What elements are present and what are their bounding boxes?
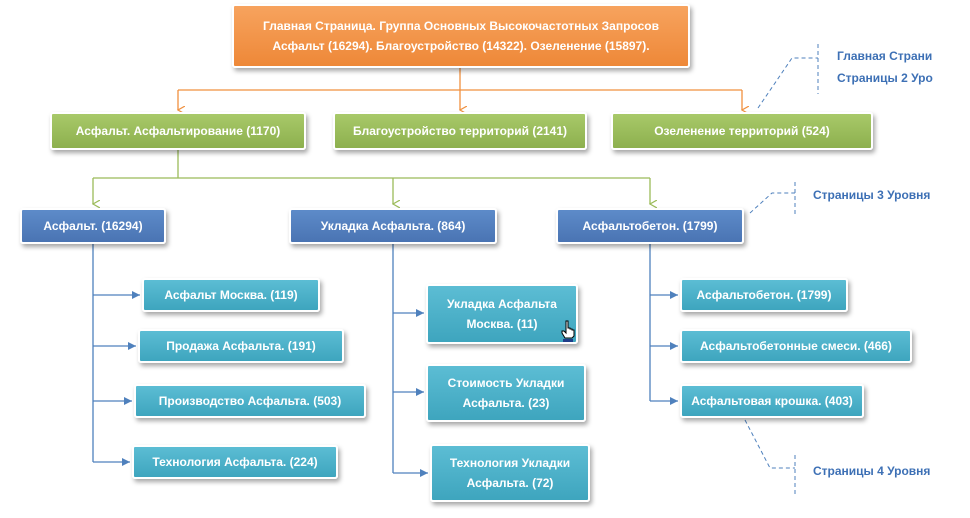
node-label: Технология Укладки Асфальта. (72) — [449, 456, 571, 490]
node-label: Укладка Асфальта Москва. (11) — [447, 297, 557, 331]
annotation-callouts — [744, 44, 819, 495]
root-node-label: Главная Страница. Группа Основных Высоко… — [263, 19, 659, 53]
node-label: Асфальт Москва. (119) — [164, 288, 298, 302]
node-label: Производство Асфальта. (503) — [158, 394, 342, 408]
node-label: Асфальт. (16294) — [43, 219, 143, 233]
node-label: Технология Асфальта. (224) — [152, 455, 318, 469]
node-label: Стоимость Укладки Асфальта. (23) — [447, 376, 565, 410]
level4-node-asphalt-technology: Технология Асфальта. (224) — [132, 445, 338, 479]
node-label: Асфальт. Асфальтирование (1170) — [75, 124, 281, 138]
annotation-level3: Страницы 3 Уровня — [813, 188, 931, 202]
level4-node-asphalt-production: Производство Асфальта. (503) — [134, 384, 366, 418]
node-label: Асфальтовая крошка. (403) — [691, 394, 853, 408]
level3-node-asphalt-laying: Укладка Асфальта. (864) — [289, 208, 497, 244]
root-node: Главная Страница. Группа Основных Высоко… — [232, 4, 690, 68]
level3-connectors — [92, 244, 678, 477]
level4-node-asphalt-concrete: Асфальтобетон. (1799) — [680, 278, 848, 312]
root-connectors — [178, 66, 742, 110]
annotation-level2-line1: Главная Страни — [837, 49, 933, 63]
annotation-level4: Страницы 4 Уровня — [813, 464, 931, 478]
node-label: Укладка Асфальта. (864) — [320, 219, 466, 233]
level4-node-laying-cost: Стоимость Укладки Асфальта. (23) — [426, 364, 586, 422]
node-label: Благоустройство территорий (2141) — [352, 124, 568, 138]
node-label: Асфальтобетон. (1799) — [582, 219, 718, 233]
node-label: Озеленение территорий (524) — [654, 124, 830, 138]
node-label: Асфальтобетон. (1799) — [696, 288, 832, 302]
level4-node-asphalt-moscow: Асфальт Москва. (119) — [142, 278, 320, 312]
annotation-level2-line2: Страницы 2 Уро — [837, 71, 933, 85]
level4-node-asphalt-concrete-mixes: Асфальтобетонные смеси. (466) — [680, 329, 912, 363]
level2-node-greening: Озеленение территорий (524) — [611, 112, 873, 150]
level2-node-asphalting: Асфальт. Асфальтирование (1170) — [50, 112, 306, 150]
level3-node-asphalt: Асфальт. (16294) — [20, 208, 166, 244]
level4-node-laying-moscow: Укладка Асфальта Москва. (11) — [426, 284, 578, 344]
level3-node-asphalt-concrete: Асфальтобетон. (1799) — [556, 208, 744, 244]
node-label: Продажа Асфальта. (191) — [166, 339, 316, 353]
level2-connectors — [93, 150, 650, 204]
hand-cursor-icon — [561, 320, 575, 342]
annotation-level2: Главная Страни Страницы 2 Уро — [837, 45, 970, 89]
node-label: Асфальтобетонные смеси. (466) — [700, 339, 892, 353]
level4-node-laying-technology: Технология Укладки Асфальта. (72) — [430, 444, 590, 502]
level2-node-landscaping: Благоустройство территорий (2141) — [333, 112, 587, 150]
level4-node-asphalt-crumb: Асфальтовая крошка. (403) — [680, 384, 864, 418]
level4-node-asphalt-sale: Продажа Асфальта. (191) — [138, 329, 344, 363]
